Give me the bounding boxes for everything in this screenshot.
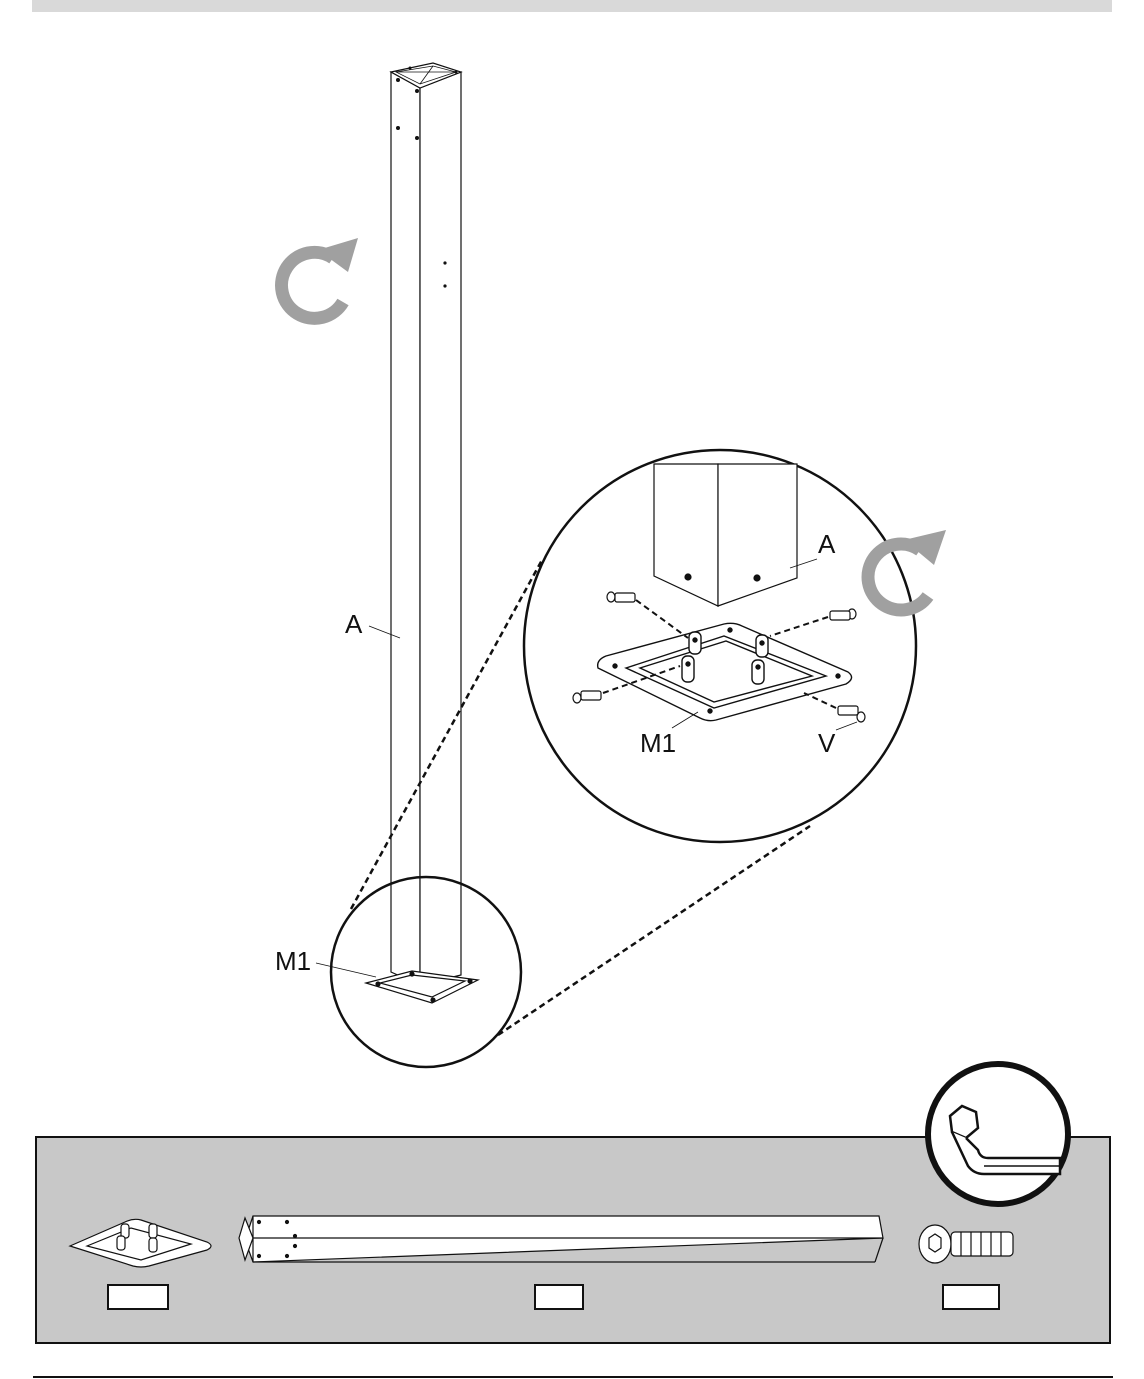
label-a-main: A	[345, 609, 363, 639]
part-label-m1	[107, 1284, 169, 1310]
part-label-a	[534, 1284, 584, 1310]
footer-rule	[33, 1376, 1113, 1378]
label-a-detail: A	[818, 529, 836, 559]
hex-key-icon	[922, 1058, 1074, 1210]
connector-line-bottom	[498, 826, 810, 1035]
part-label-v	[942, 1284, 1000, 1310]
post-a-detail	[654, 464, 797, 606]
part-base-plate-icon	[70, 1219, 211, 1267]
label-v-detail: V	[818, 728, 836, 758]
part-screw-icon	[919, 1225, 1013, 1263]
part-post-icon	[239, 1216, 883, 1262]
base-plate-m1	[366, 971, 478, 1003]
post-a	[391, 63, 461, 985]
label-m1-detail: M1	[640, 728, 676, 758]
assembly-drawing: A M1 A	[0, 0, 1144, 1130]
label-m1-main: M1	[275, 946, 311, 976]
rotate-clockwise-icon	[282, 238, 358, 318]
